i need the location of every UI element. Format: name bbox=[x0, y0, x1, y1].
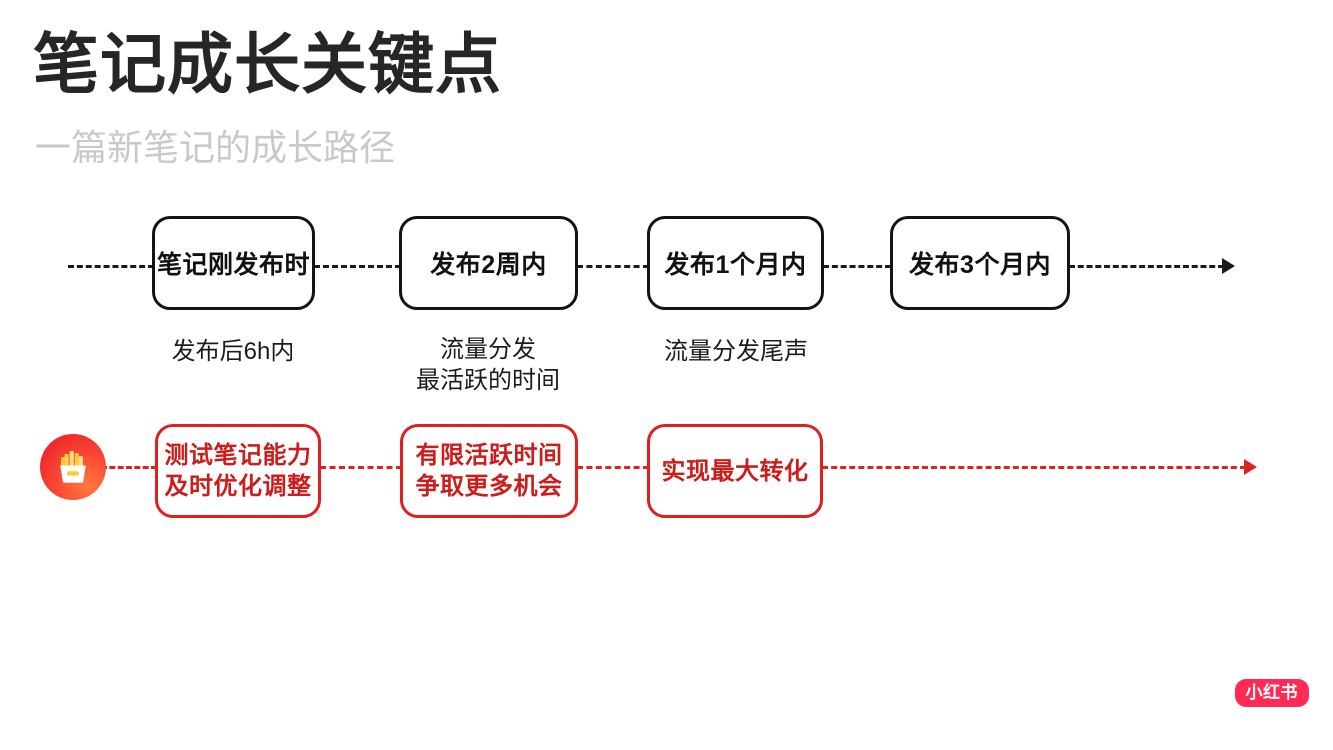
timeline-dash-segment-1 bbox=[314, 265, 401, 268]
timeline-stage-label-4: 发布3个月内 bbox=[909, 251, 1051, 279]
action-label-2: 有限活跃时间 争取更多机会 bbox=[415, 442, 563, 500]
timeline-arrow-head-icon bbox=[1222, 258, 1235, 274]
action-box-1[interactable]: 测试笔记能力 及时优化调整 bbox=[155, 424, 321, 518]
action-dash-segment-start bbox=[101, 466, 157, 469]
action-label-1: 测试笔记能力 及时优化调整 bbox=[164, 442, 312, 500]
brand-logo: 小红书 bbox=[1234, 679, 1309, 707]
timeline-stage-label-3: 发布1个月内 bbox=[664, 251, 807, 279]
action-dash-segment-2 bbox=[577, 466, 649, 469]
action-box-3[interactable]: 实现最大转化 bbox=[647, 424, 823, 518]
timeline-stage-box-3[interactable]: 发布1个月内 bbox=[647, 216, 824, 310]
page-subtitle: 一篇新笔记的成长路径 bbox=[35, 127, 396, 168]
action-box-2[interactable]: 有限活跃时间 争取更多机会 bbox=[400, 424, 578, 518]
timeline-stage-label-1: 笔记刚发布时 bbox=[156, 251, 310, 279]
timeline-stage-box-4[interactable]: 发布3个月内 bbox=[890, 216, 1070, 310]
timeline-stage-box-1[interactable]: 笔记刚发布时 bbox=[152, 216, 315, 310]
timeline-dash-segment-2 bbox=[577, 265, 649, 268]
timeline-stage-caption-1: 发布后6h内 bbox=[171, 338, 295, 365]
timeline-stage-caption-2: 流量分发 最活跃的时间 bbox=[416, 336, 560, 394]
action-label-3: 实现最大转化 bbox=[661, 457, 809, 485]
fries-icon bbox=[40, 434, 106, 500]
brand-logo-text: 小红书 bbox=[1245, 683, 1298, 702]
timeline-dash-segment-end bbox=[1069, 265, 1224, 268]
action-arrow-head-icon bbox=[1244, 459, 1257, 475]
action-dash-segment-end bbox=[822, 466, 1246, 469]
timeline-dash-segment-start bbox=[68, 265, 154, 268]
page-title: 笔记成长关键点 bbox=[33, 27, 502, 101]
timeline-stage-label-2: 发布2周内 bbox=[430, 251, 547, 279]
timeline-dash-segment-3 bbox=[823, 265, 891, 268]
action-dash-segment-1 bbox=[320, 466, 402, 469]
timeline-stage-caption-3: 流量分发尾声 bbox=[664, 338, 808, 365]
timeline-stage-box-2[interactable]: 发布2周内 bbox=[399, 216, 578, 310]
